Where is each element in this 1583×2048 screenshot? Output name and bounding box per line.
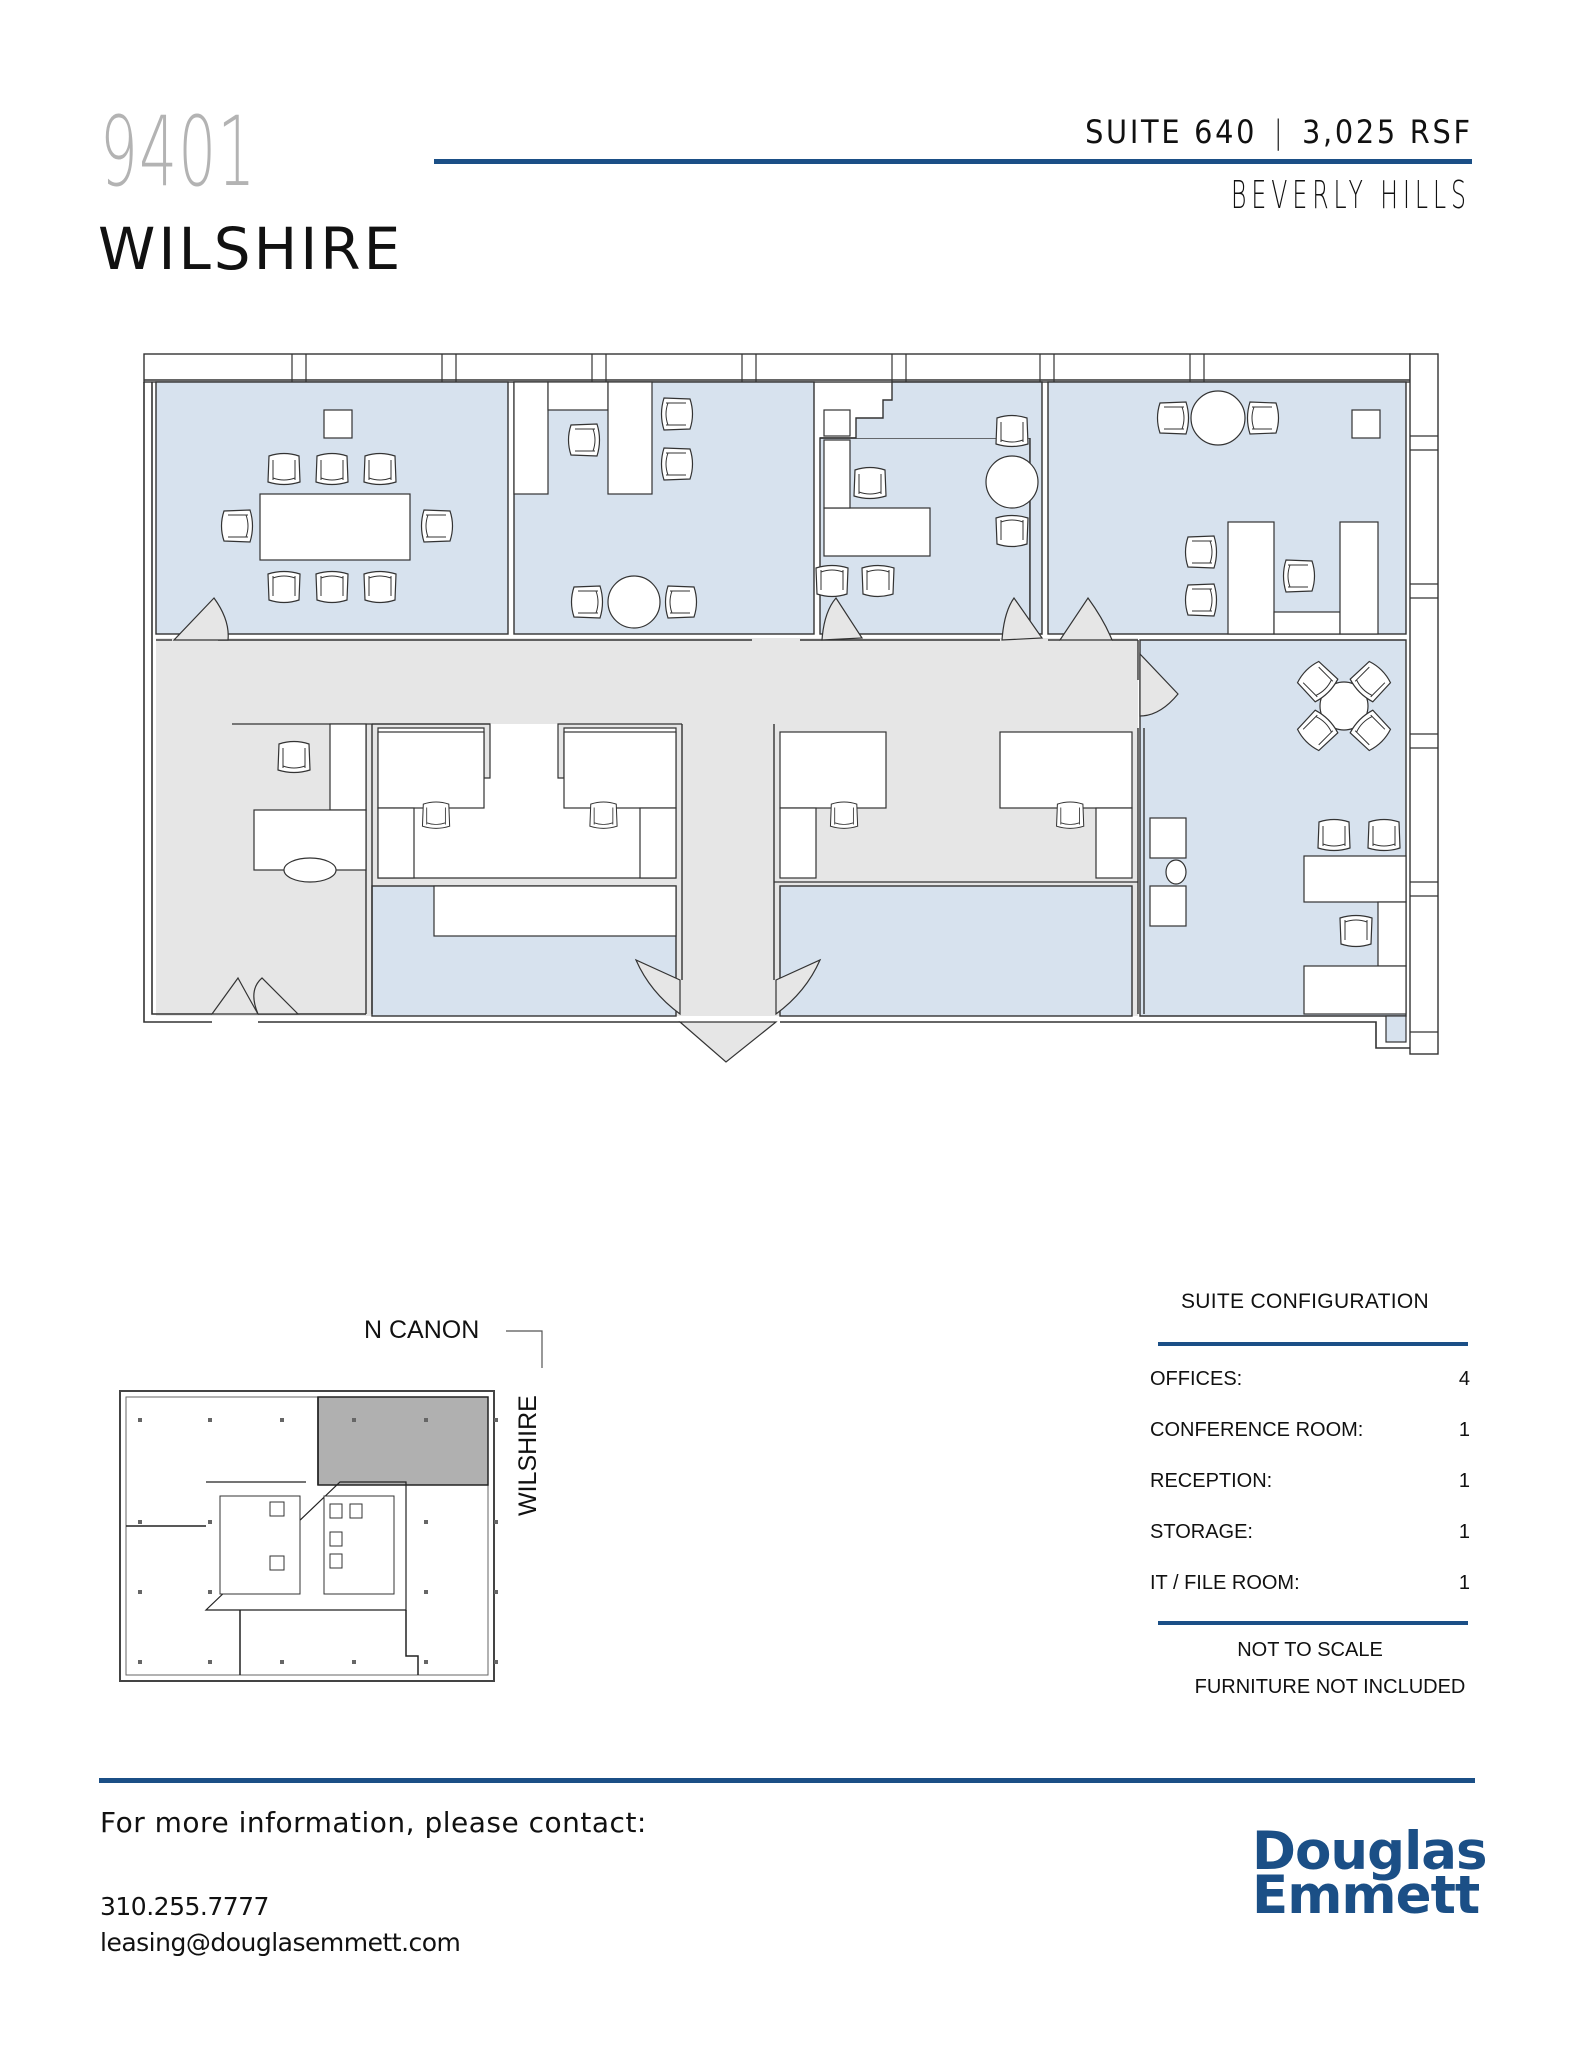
building-number: 9401 bbox=[100, 96, 257, 208]
config-value: 1 bbox=[1458, 1419, 1470, 1441]
config-value: 1 bbox=[1458, 1470, 1470, 1492]
config-value: 1 bbox=[1458, 1521, 1470, 1543]
suite-configuration: SUITE CONFIGURATION OFFICES: 4 CONFERENC… bbox=[1150, 1290, 1480, 1699]
config-row: STORAGE: 1 bbox=[1150, 1499, 1470, 1550]
key-plan: N CANON WILSHIRE bbox=[110, 1316, 590, 1710]
douglas-emmett-logo: Douglas Emmett bbox=[1252, 1821, 1488, 1926]
building-name: WILSHIRE bbox=[98, 215, 404, 283]
floor-plan bbox=[143, 353, 1439, 1063]
building-key-plan bbox=[119, 1330, 543, 1682]
config-divider-bottom bbox=[1158, 1621, 1468, 1625]
city-name: BEVERLY HILLS bbox=[1231, 173, 1471, 217]
suite-number: SUITE 640 bbox=[1085, 113, 1258, 151]
config-title: SUITE CONFIGURATION bbox=[1181, 1290, 1429, 1313]
contact-email[interactable]: leasing@douglasemmett.com bbox=[100, 1928, 461, 1957]
logo-line-1: Douglas bbox=[1252, 1821, 1488, 1882]
furniture-note: FURNITURE NOT INCLUDED bbox=[1194, 1676, 1466, 1698]
config-label: IT / FILE ROOM: bbox=[1150, 1572, 1300, 1594]
contact-heading: For more information, please contact: bbox=[100, 1806, 647, 1839]
street-label-n-canon: N CANON bbox=[364, 1316, 480, 1344]
config-row: IT / FILE ROOM: 1 bbox=[1150, 1550, 1470, 1601]
config-row: CONFERENCE ROOM: 1 bbox=[1150, 1397, 1470, 1448]
config-row: RECEPTION: 1 bbox=[1150, 1448, 1470, 1499]
suite-separator: | bbox=[1273, 113, 1287, 151]
config-label: CONFERENCE ROOM: bbox=[1150, 1419, 1364, 1441]
config-label: OFFICES: bbox=[1150, 1368, 1243, 1390]
config-label: RECEPTION: bbox=[1150, 1470, 1273, 1492]
header-divider bbox=[434, 159, 1472, 164]
config-value: 1 bbox=[1458, 1572, 1470, 1594]
config-divider-top bbox=[1158, 1342, 1468, 1346]
footer-divider bbox=[99, 1778, 1475, 1783]
street-label-wilshire: WILSHIRE bbox=[514, 1395, 542, 1516]
highlighted-suite bbox=[317, 1396, 489, 1486]
config-value: 4 bbox=[1458, 1368, 1470, 1390]
logo-line-2: Emmett bbox=[1252, 1865, 1480, 1926]
not-to-scale-note: NOT TO SCALE bbox=[1237, 1639, 1383, 1661]
config-label: STORAGE: bbox=[1150, 1521, 1253, 1543]
it-file-room bbox=[779, 885, 1133, 1017]
suite-info: SUITE 640 | 3,025 RSF bbox=[1085, 116, 1473, 148]
suite-area: 3,025 RSF bbox=[1302, 113, 1473, 151]
config-list: OFFICES: 4 CONFERENCE ROOM: 1 RECEPTION:… bbox=[1150, 1346, 1480, 1601]
contact-phone[interactable]: 310.255.7777 bbox=[100, 1892, 269, 1921]
window-band bbox=[143, 353, 1439, 1055]
config-row: OFFICES: 4 bbox=[1150, 1346, 1470, 1397]
